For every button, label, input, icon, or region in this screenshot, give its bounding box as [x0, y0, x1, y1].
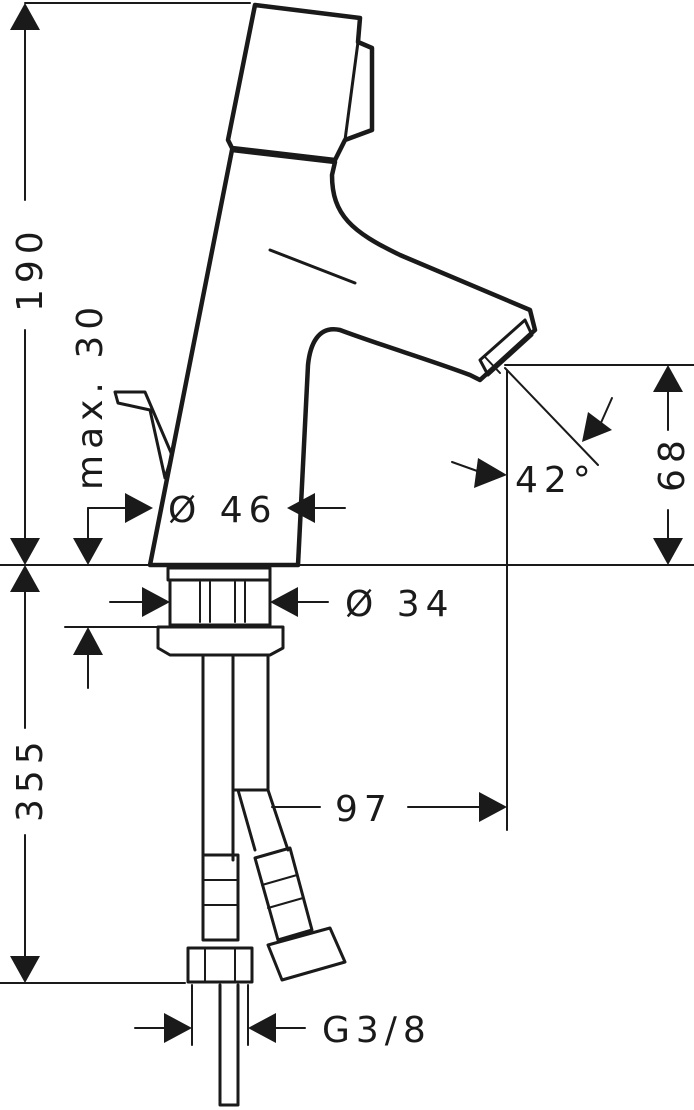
dim-shank-arrow: [73, 627, 103, 655]
dim-angle-42: 42°: [451, 397, 613, 501]
aerator: [478, 318, 534, 377]
dim-97-label: 97: [335, 789, 393, 830]
dim-46-arrow-right: [287, 493, 315, 523]
hose-left-fitting: [201, 853, 240, 942]
dim-68: 68: [652, 365, 693, 565]
lever-handle: [113, 390, 174, 480]
supply-hoses: [186, 653, 347, 1107]
spray-angle-line: [504, 367, 599, 466]
dim-max30-arrow: [73, 538, 103, 565]
faucet-body: [147, 147, 538, 568]
faucet-lever: [113, 390, 174, 480]
threaded-shank: [168, 578, 272, 627]
body-highlight-line: [268, 248, 357, 285]
dim-34-label: Ø 34: [345, 584, 455, 625]
dim-34-arrow-left: [142, 587, 170, 617]
dim-355-arrow-top: [10, 565, 40, 592]
dim-97: 97: [271, 789, 507, 830]
reference-lines: [0, 2, 694, 984]
dim-g38: G3/8: [134, 984, 432, 1051]
dim-g38-arrow-right: [248, 1013, 276, 1043]
dim-42-label: 42°: [515, 460, 597, 501]
dim-190-label: 190: [10, 225, 51, 312]
dim-68-arrow-bottom: [653, 538, 683, 565]
dim-42-arrow-left: [474, 458, 507, 488]
dim-355-label: 355: [10, 735, 51, 822]
hose-right-fitting: [253, 846, 314, 942]
dim-42-arrow-right: [582, 412, 612, 442]
base-ring: [166, 566, 272, 582]
dim-46-arrow-left: [125, 493, 153, 523]
dim-97-arrow: [479, 792, 507, 822]
dim-max30-label: max. 30: [70, 301, 111, 490]
push-button-cap: [225, 2, 375, 163]
hose-right-upper: [231, 653, 270, 792]
dim-diameter-34: Ø 34: [109, 584, 455, 625]
faucet-push-button: [225, 2, 375, 163]
faucet-body-outline: [147, 147, 538, 568]
dim-68-arrow-top: [653, 365, 683, 392]
supply-pipe: [218, 983, 240, 1107]
dim-355-arrow-bottom: [10, 956, 40, 983]
dim-g38-arrow-left: [164, 1013, 192, 1043]
dim-diameter-46: Ø 46: [94, 490, 346, 531]
fixing-nut: [156, 625, 285, 657]
dim-190-arrow-top: [10, 3, 40, 30]
hose-left-nut: [186, 946, 254, 984]
hose-left: [201, 653, 235, 862]
hose-right-nut: [266, 926, 347, 982]
aerator-detail: [484, 356, 501, 374]
dim-68-label: 68: [652, 434, 693, 492]
push-button-edge: [343, 40, 360, 142]
dim-46-label: Ø 46: [168, 490, 278, 531]
hose-right-fitting-line-2: [267, 897, 304, 909]
hose-right-fitting-line-1: [261, 874, 298, 886]
dim-g38-label: G3/8: [322, 1010, 432, 1051]
dim-34-arrow-right: [270, 587, 298, 617]
dim-190: 190: [10, 3, 51, 565]
dim-355: 355: [10, 565, 159, 983]
dim-42-line-left: [451, 461, 481, 473]
dim-max30: max. 30: [70, 301, 151, 565]
dim-190-arrow-bottom: [10, 538, 40, 565]
mounting-assembly: [156, 566, 285, 657]
dim-42-line-right: [599, 397, 613, 426]
hose-right-bend: [236, 788, 290, 852]
